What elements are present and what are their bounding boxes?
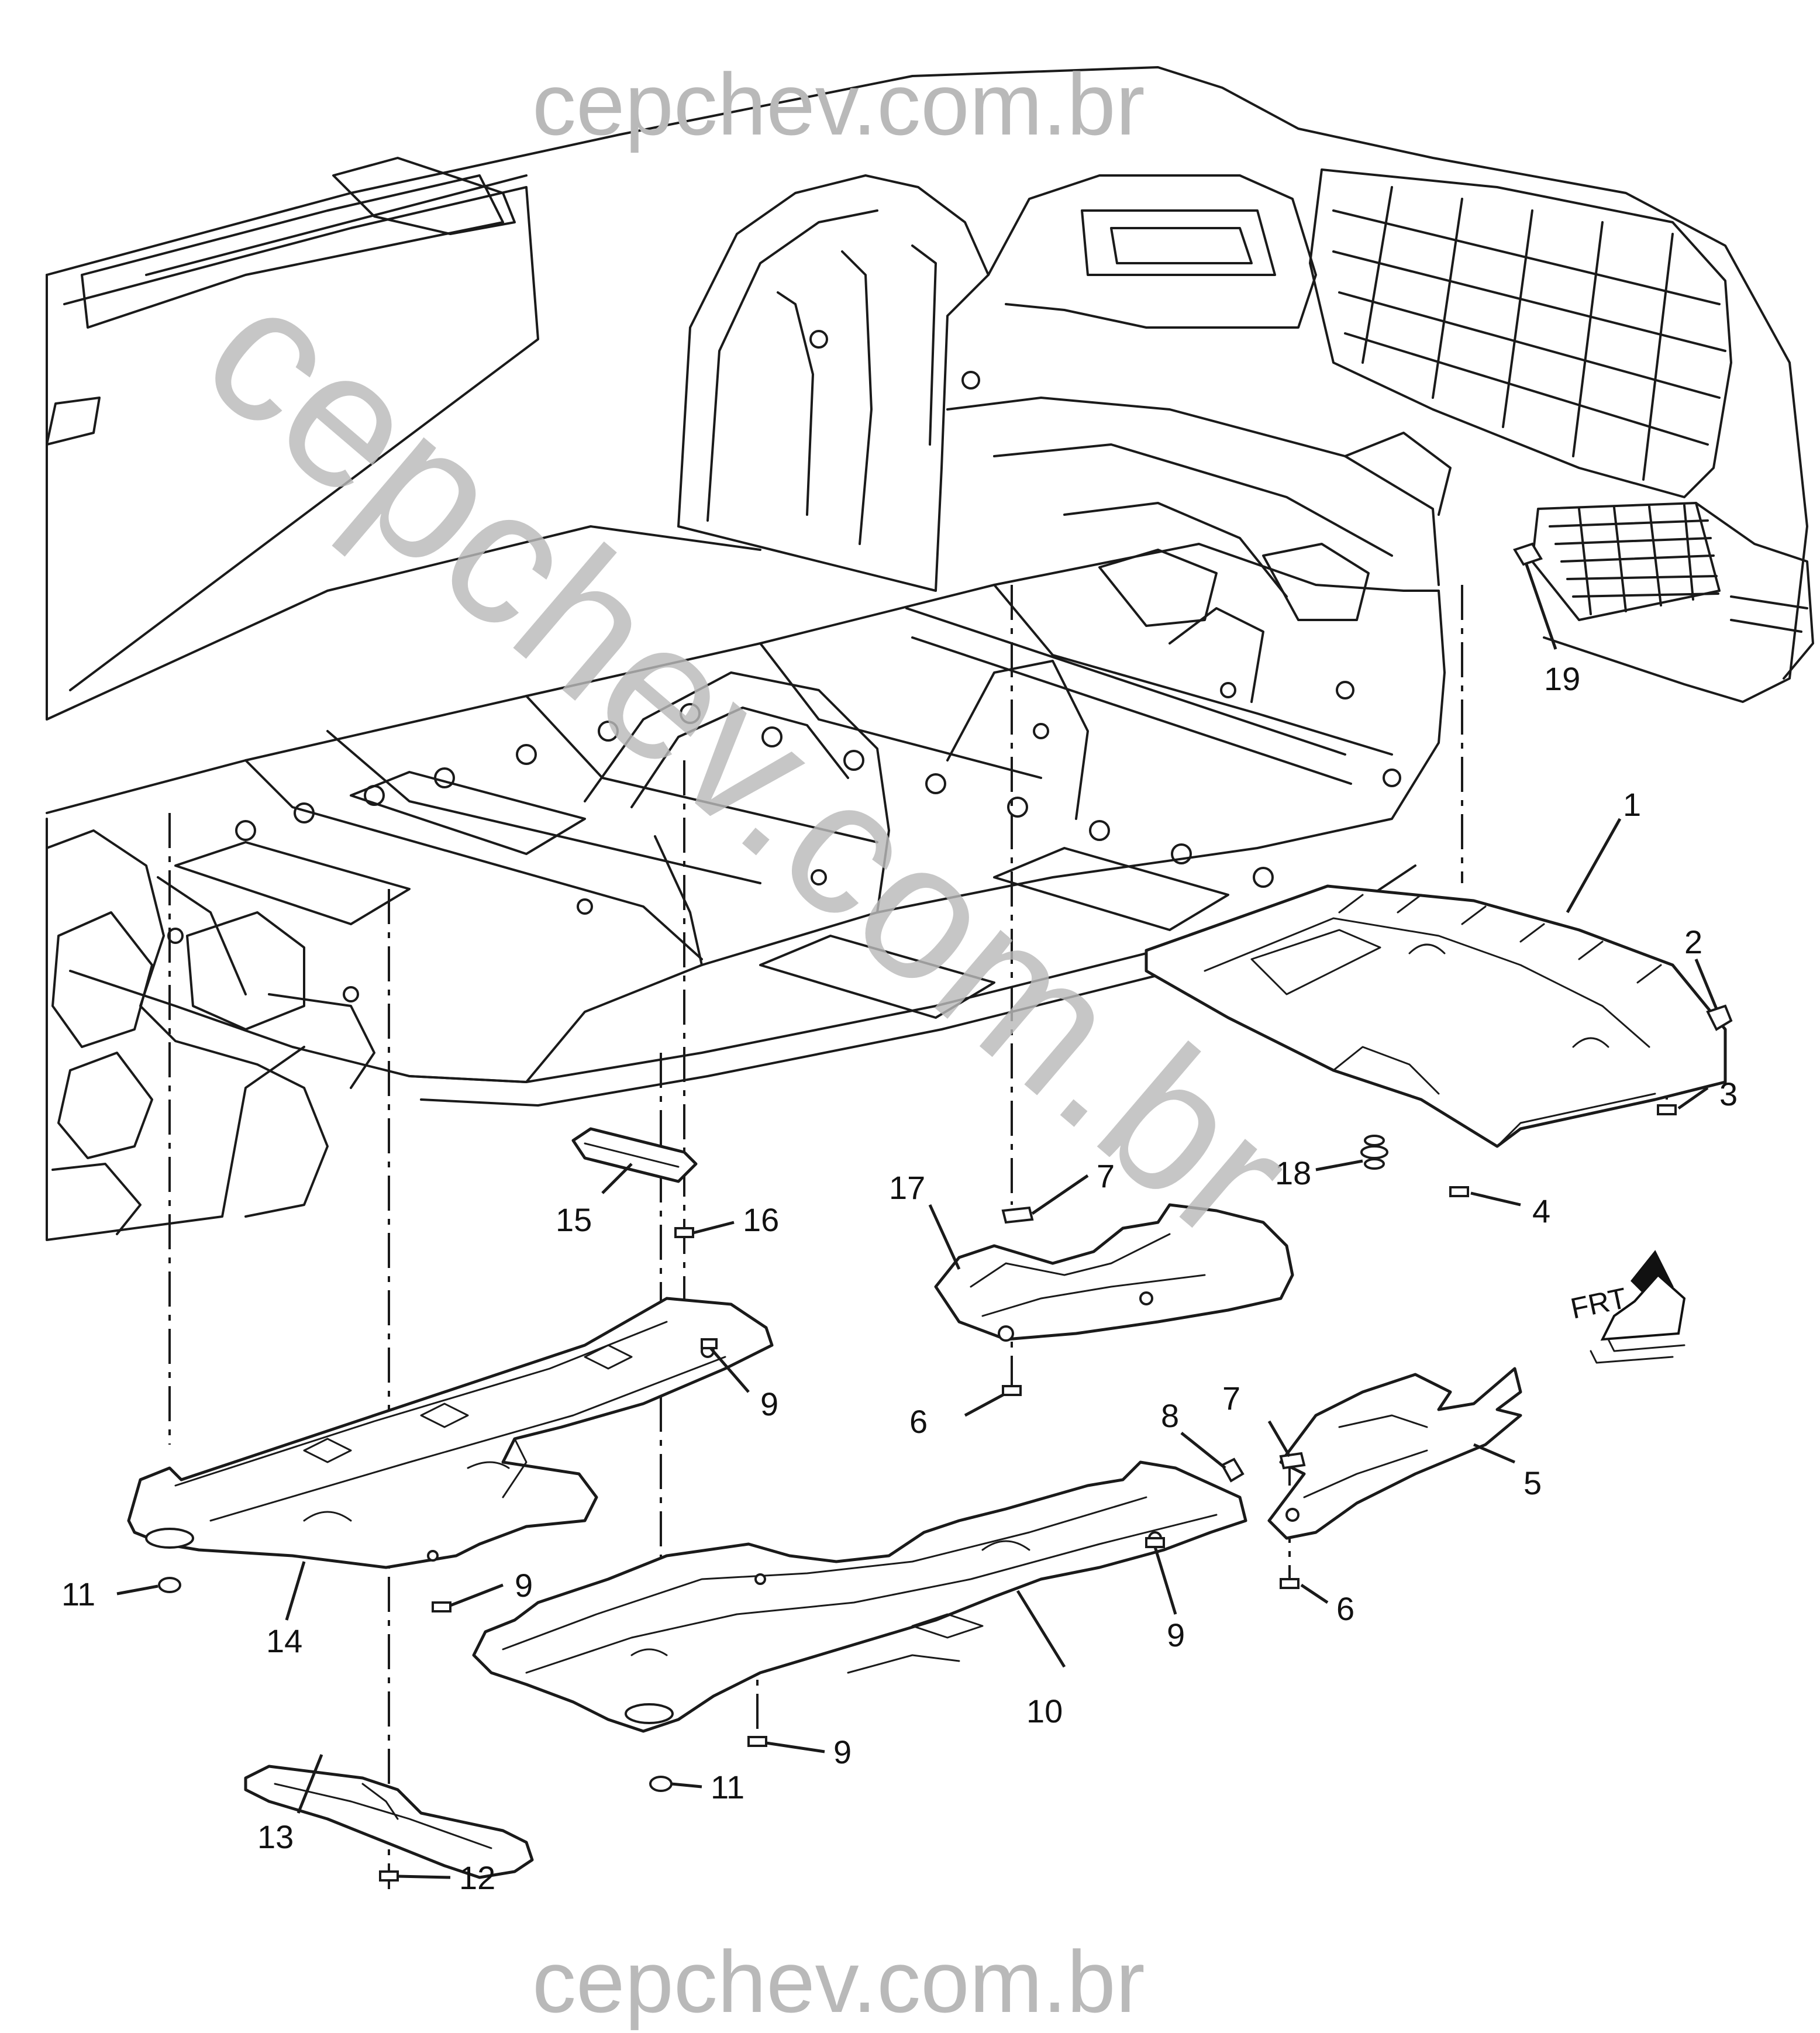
part-9-bolt	[747, 1736, 767, 1747]
callout-1: 1	[1623, 786, 1641, 823]
part-5-splash-shield	[1267, 1367, 1522, 1540]
part-9-bolt	[701, 1338, 718, 1349]
callout-6: 6	[909, 1403, 928, 1440]
part-6-bolt	[1002, 1385, 1022, 1396]
part-6-bolt	[1280, 1578, 1299, 1589]
callout-9: 9	[833, 1734, 852, 1770]
underbody-holes	[167, 330, 1401, 1002]
callout-10: 10	[1026, 1693, 1063, 1729]
front-arrow-icon	[1590, 1250, 1686, 1364]
watermark-top: cepchev.com.br	[532, 55, 1145, 153]
watermark-diagonal: cepchev.com.br	[166, 242, 1332, 1282]
watermark-bottom: cepchev.com.br	[532, 1932, 1145, 2031]
callout-14: 14	[266, 1622, 302, 1659]
callout-9: 9	[760, 1386, 778, 1422]
part-9-bolt	[432, 1601, 451, 1612]
part-11-nut	[649, 1776, 673, 1792]
part-1-front-underbody-shield	[1145, 884, 1727, 1148]
callout-9: 9	[1167, 1617, 1185, 1653]
callout-8: 8	[1161, 1397, 1179, 1434]
part-3-bolt	[1657, 1104, 1677, 1115]
callout-9: 9	[515, 1567, 533, 1604]
part-8-clip	[1221, 1457, 1245, 1483]
part-2-clip	[1706, 1004, 1733, 1031]
fasteners	[158, 542, 1733, 1882]
callout-16: 16	[743, 1201, 779, 1238]
part-9-bolt	[1145, 1537, 1165, 1548]
part-4-bolt	[1449, 1186, 1469, 1197]
callout-6: 6	[1336, 1590, 1354, 1627]
callout-11: 11	[61, 1576, 95, 1612]
part-16-bolt	[674, 1227, 694, 1238]
part-17-splash-shield	[934, 1203, 1294, 1342]
callout-13: 13	[257, 1818, 294, 1855]
part-7-clip	[1279, 1452, 1306, 1470]
callout-19: 19	[1544, 660, 1580, 697]
part-13-brace	[244, 1765, 534, 1879]
part-12-bolt	[379, 1870, 399, 1882]
part-11-nut	[158, 1577, 181, 1593]
part-18-clip	[1360, 1135, 1388, 1170]
callout-5: 5	[1523, 1465, 1542, 1501]
callout-3: 3	[1719, 1076, 1738, 1112]
callout-17: 17	[889, 1169, 925, 1206]
callout-15: 15	[556, 1201, 592, 1238]
callout-2: 2	[1684, 924, 1702, 960]
callout-18: 18	[1275, 1155, 1311, 1191]
callout-7: 7	[1222, 1380, 1240, 1417]
part-19-clip	[1513, 542, 1543, 566]
callout-labels: 1 2 3 4 5 6 6 7 7 8 9 9 9 9 10 11 11 12 …	[61, 660, 1738, 1896]
callout-4: 4	[1532, 1193, 1550, 1229]
part-15-bracket	[571, 1127, 698, 1183]
callout-7: 7	[1097, 1157, 1115, 1194]
callout-12: 12	[459, 1859, 495, 1896]
part-7-clip	[1001, 1206, 1034, 1224]
vehicle-body-illustration	[46, 66, 1814, 1241]
part-14-underbody-shield	[127, 1297, 774, 1569]
callout-11: 11	[711, 1769, 744, 1805]
leader-lines	[116, 564, 1718, 1879]
front-orientation-indicator: FRT	[1568, 1250, 1686, 1364]
